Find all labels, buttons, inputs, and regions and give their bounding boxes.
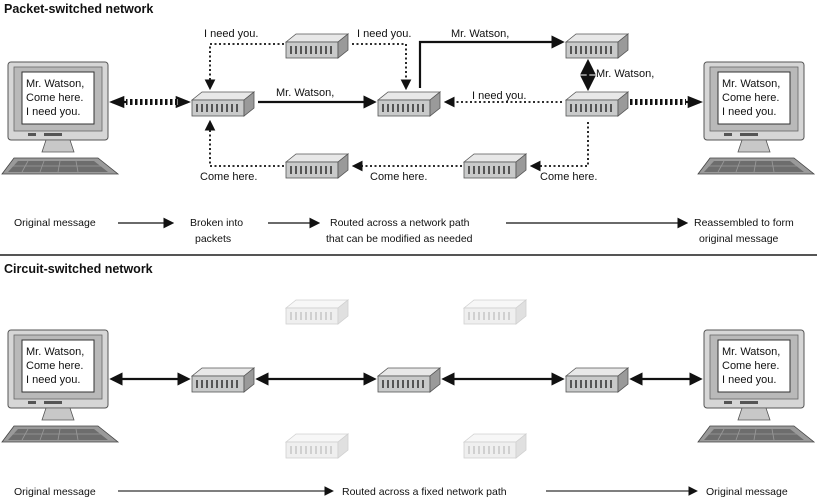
circuit-router-idle-top-right xyxy=(463,299,527,325)
packet-path-come-left xyxy=(204,119,284,167)
circuit-left-screen-line-2: Come here. xyxy=(26,360,83,372)
circuit-stage-routed: Routed across a fixed network path xyxy=(342,486,507,498)
circuit-router-right xyxy=(565,367,629,393)
label-need-mid: I need you. xyxy=(472,90,526,102)
circuit-left-screen-line-1: Mr. Watson, xyxy=(26,346,84,358)
packet-path-need-top-mid xyxy=(352,43,412,91)
packet-left-screen-line-1: Mr. Watson, xyxy=(26,78,84,90)
packet-router-top xyxy=(285,33,349,59)
packet-router-top-right xyxy=(565,33,629,59)
label-come-mid: Come here. xyxy=(370,171,427,183)
packet-stage-original: Original message xyxy=(14,217,96,229)
packet-router-right xyxy=(565,91,629,117)
circuit-router-idle-top-left xyxy=(285,299,349,325)
packet-stage-broken-1: Broken into xyxy=(190,217,243,229)
label-come-right: Come here. xyxy=(540,171,597,183)
packet-router-bottom-right xyxy=(463,153,527,179)
circuit-stage-final: Original message xyxy=(706,486,788,498)
packet-router-center xyxy=(377,91,441,117)
packet-stage-reassembled-2: original message xyxy=(699,233,779,245)
packet-left-screen-line-2: Come here. xyxy=(26,92,83,104)
packet-left-screen-line-3: I need you. xyxy=(26,106,80,118)
packet-router-bottom-left xyxy=(285,153,349,179)
circuit-left-screen-line-3: I need you. xyxy=(26,374,80,386)
label-watson-mid: Mr. Watson, xyxy=(276,87,334,99)
packet-section-title: Packet-switched network xyxy=(4,2,153,16)
packet-right-screen-line-3: I need you. xyxy=(722,106,776,118)
label-watson-top: Mr. Watson, xyxy=(451,28,509,40)
label-come-left: Come here. xyxy=(200,171,257,183)
packet-right-screen-line-2: Come here. xyxy=(722,92,779,104)
packet-cable-left xyxy=(108,95,192,109)
circuit-router-center xyxy=(377,367,441,393)
circuit-right-screen-line-1: Mr. Watson, xyxy=(722,346,780,358)
packet-path-need-top-left xyxy=(204,43,284,91)
circuit-right-screen-line-2: Come here. xyxy=(722,360,779,372)
packet-stage-routed-2: that can be modified as needed xyxy=(326,233,473,245)
circuit-router-idle-bottom-right xyxy=(463,433,527,459)
packet-router-left xyxy=(191,91,255,117)
circuit-stage-original: Original message xyxy=(14,486,96,498)
circuit-section-title: Circuit-switched network xyxy=(4,262,153,276)
packet-path-watson-top xyxy=(418,35,565,88)
label-watson-right: Mr. Watson, xyxy=(596,68,654,80)
packet-right-screen-line-1: Mr. Watson, xyxy=(722,78,780,90)
label-need-top-mid: I need you. xyxy=(357,28,411,40)
packet-stage-broken-2: packets xyxy=(195,233,231,245)
packet-stage-routed-1: Routed across a network path xyxy=(330,217,470,229)
packet-path-come-right xyxy=(529,122,589,172)
packet-left-computer: Mr. Watson, Come here. I need you. xyxy=(1,61,119,175)
circuit-router-idle-bottom-left xyxy=(285,433,349,459)
circuit-right-screen-line-3: I need you. xyxy=(722,374,776,386)
packet-stage-reassembled-1: Reassembled to form xyxy=(694,217,794,229)
label-need-top-left: I need you. xyxy=(204,28,258,40)
circuit-right-computer: Mr. Watson, Come here. I need you. xyxy=(697,329,815,443)
circuit-router-left xyxy=(191,367,255,393)
circuit-left-computer: Mr. Watson, Come here. I need you. xyxy=(1,329,119,443)
packet-right-computer: Mr. Watson, Come here. I need you. xyxy=(697,61,815,175)
